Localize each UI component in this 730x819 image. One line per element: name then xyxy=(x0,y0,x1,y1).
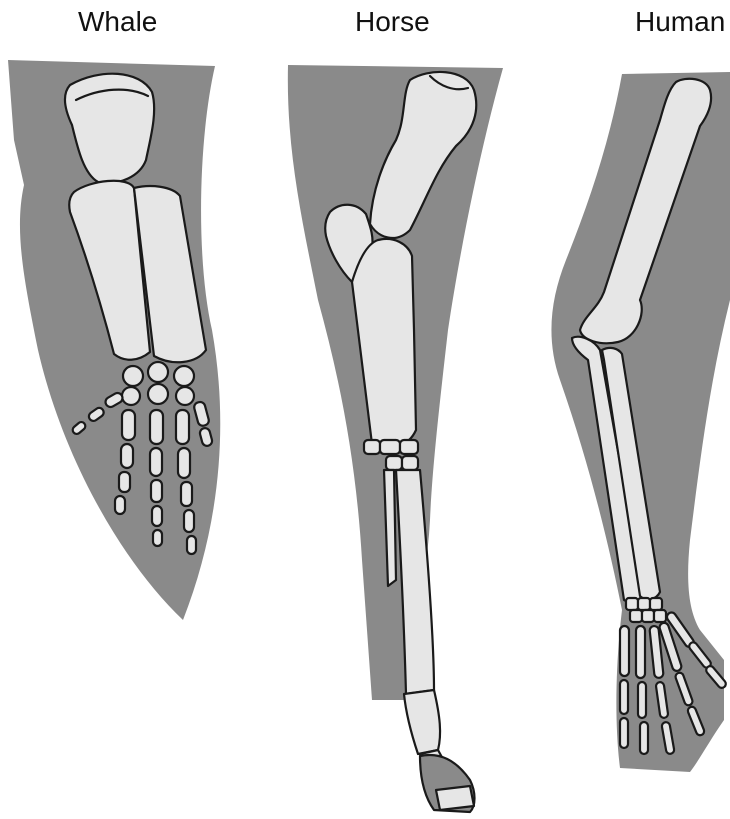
whale-flipper xyxy=(8,60,220,620)
horse-hoof-sole xyxy=(436,786,474,810)
horse-pastern xyxy=(404,690,440,754)
whale-carpals xyxy=(122,362,194,405)
human-carpals xyxy=(626,598,666,622)
horse-leg xyxy=(288,65,503,812)
human-arm xyxy=(551,72,730,772)
